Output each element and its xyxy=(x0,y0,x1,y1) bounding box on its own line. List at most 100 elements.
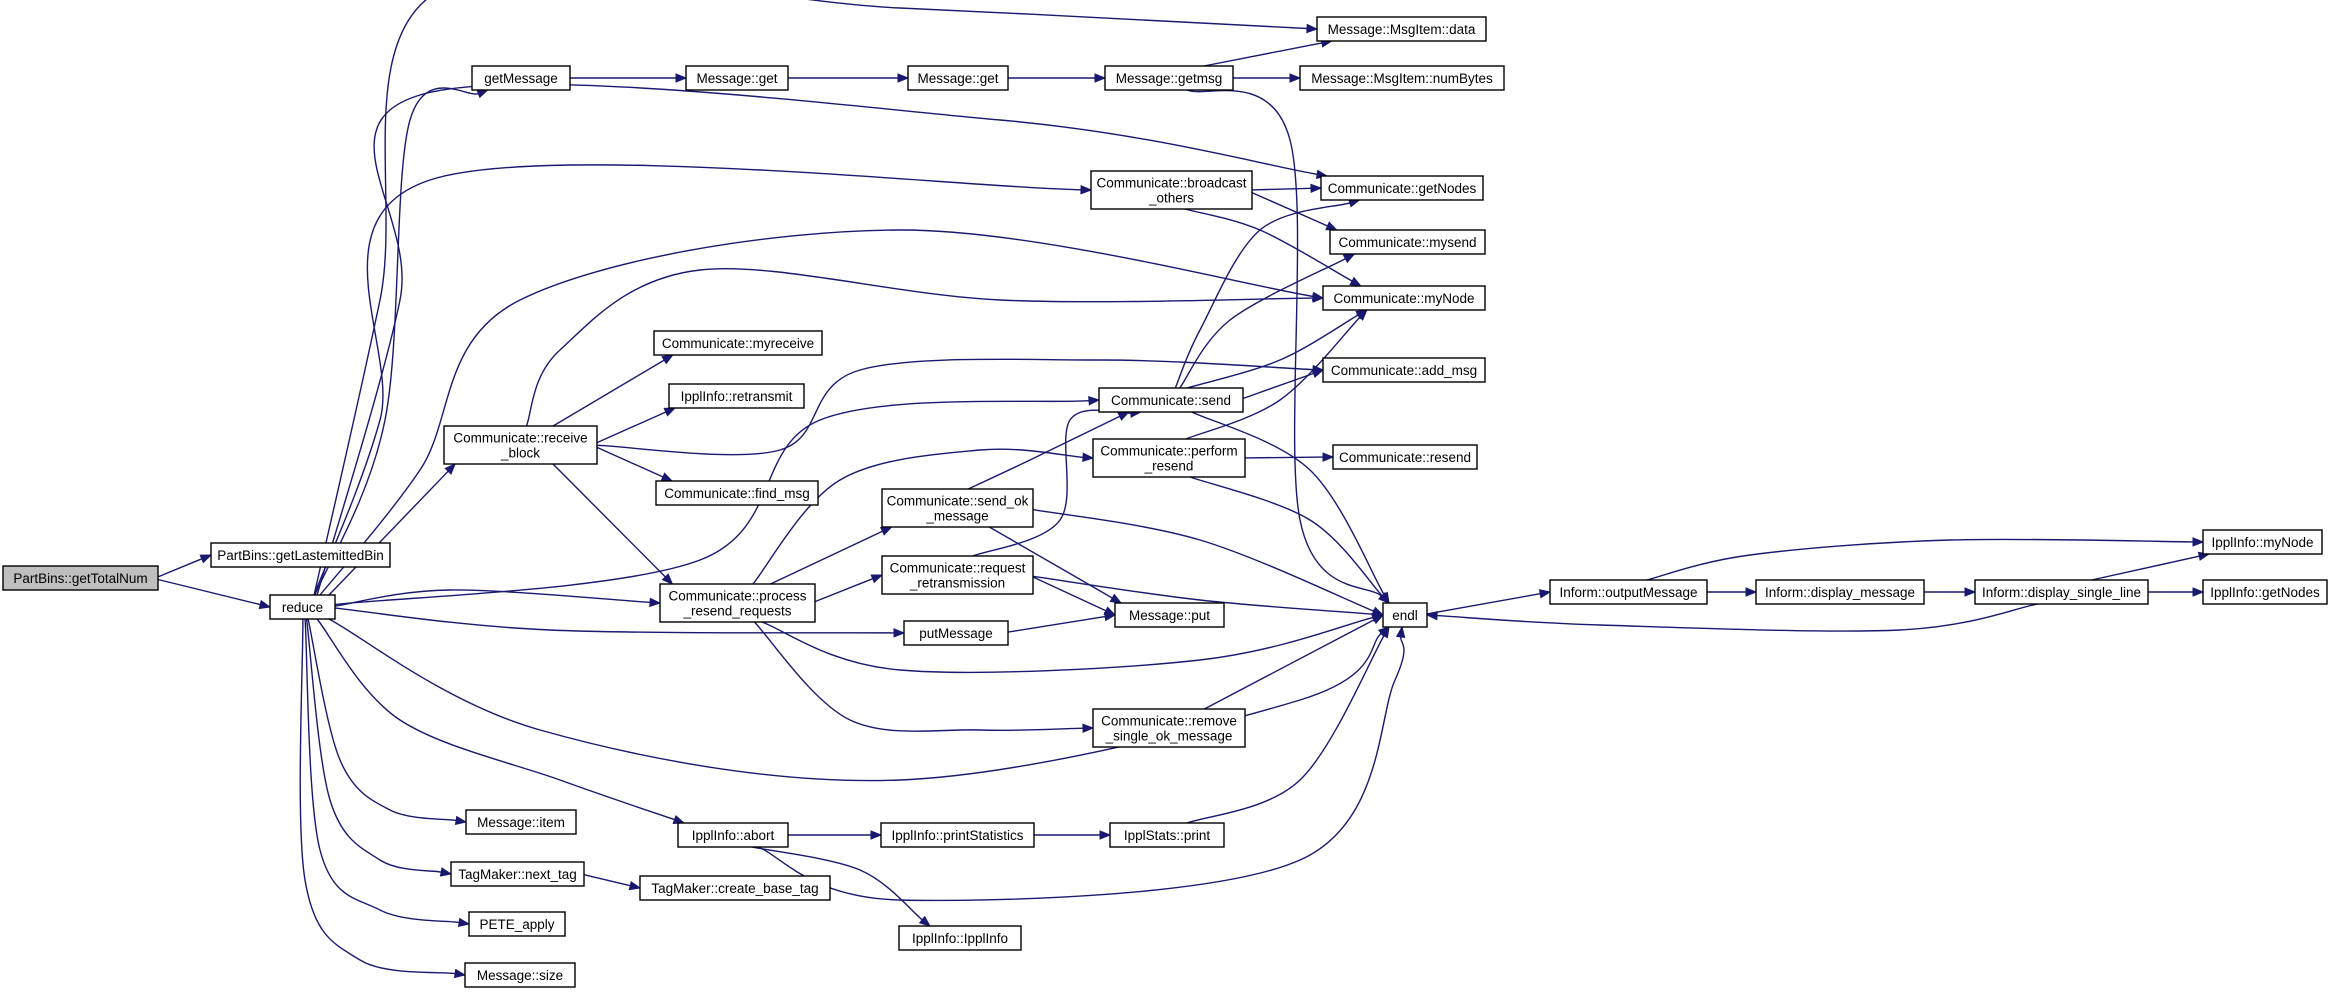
node-process-resend-requests[interactable]: Communicate::process_resend_requests xyxy=(659,583,816,623)
node-get-message[interactable]: getMessage xyxy=(471,65,571,91)
node-box xyxy=(468,911,566,937)
arrowhead-icon xyxy=(1082,723,1095,733)
edge-line xyxy=(334,589,651,607)
node-label: PETE_apply xyxy=(479,917,554,932)
edge-line xyxy=(1242,372,1314,400)
edge-ippl-abort-to-ippl-ippl-info xyxy=(751,846,932,927)
arrowhead-icon xyxy=(870,830,883,840)
node-message-put[interactable]: Message::put xyxy=(1114,602,1225,628)
node-ippl-get-nodes[interactable]: IpplInfo::getNodes xyxy=(2202,579,2328,605)
node-box xyxy=(1104,65,1234,91)
arrowhead-icon xyxy=(1378,592,1390,604)
node-msgitem-data[interactable]: Message::MsgItem::data xyxy=(1316,16,1487,42)
arrowhead-icon xyxy=(1312,293,1325,303)
edge-get-message-to-message-get1 xyxy=(570,73,688,83)
edge-display-single-line-to-ippl-my-node xyxy=(2091,551,2211,581)
node-box xyxy=(1316,16,1487,42)
arrowhead-icon xyxy=(1745,587,1758,597)
edge-line xyxy=(1185,316,1361,440)
edge-line xyxy=(305,618,442,873)
node-label: Communicate::process xyxy=(668,589,806,604)
node-message-item[interactable]: Message::item xyxy=(465,809,577,835)
node-pete-apply[interactable]: PETE_apply xyxy=(468,911,566,937)
arrowhead-icon xyxy=(1395,625,1406,638)
node-message-size[interactable]: Message::size xyxy=(464,962,576,988)
edge-reduce-to-broadcast-others xyxy=(313,164,1093,596)
node-my-node[interactable]: Communicate::myNode xyxy=(1322,285,1486,311)
edge-line xyxy=(1174,202,1351,389)
node-perform-resend[interactable]: Communicate::perform_resend xyxy=(1092,438,1246,478)
node-get-nodes[interactable]: Communicate::getNodes xyxy=(1320,175,1484,201)
arrowhead-icon xyxy=(1379,625,1390,639)
node-receive-block[interactable]: Communicate::receive_block xyxy=(443,425,598,465)
node-label: PartBins::getTotalNum xyxy=(13,571,147,586)
node-ippl-ippl-info[interactable]: IpplInfo::IpplInfo xyxy=(898,925,1022,951)
node-put-message[interactable]: putMessage xyxy=(903,620,1009,646)
node-get-lastemitted-bin[interactable]: PartBins::getLastemittedBin xyxy=(210,542,391,568)
node-box xyxy=(1322,357,1486,383)
node-label: Inform::display_message xyxy=(1765,585,1915,600)
node-resend[interactable]: Communicate::resend xyxy=(1332,444,1478,470)
node-getmsg[interactable]: Message::getmsg xyxy=(1104,65,1234,91)
node-label: Communicate::resend xyxy=(1339,450,1471,465)
node-label: _single_ok_message xyxy=(1105,729,1233,744)
node-label: _message xyxy=(925,509,988,524)
edge-line xyxy=(552,463,666,578)
node-create-base-tag[interactable]: TagMaker::create_base_tag xyxy=(639,875,831,901)
node-box xyxy=(471,65,571,91)
node-label: PartBins::getLastemittedBin xyxy=(217,548,384,563)
node-output-message[interactable]: Inform::outputMessage xyxy=(1549,579,1708,605)
edge-line xyxy=(1244,456,1324,459)
node-label: Message::get xyxy=(696,71,777,86)
node-broadcast-others[interactable]: Communicate::broadcast_others xyxy=(1090,170,1253,210)
node-request-retransmission[interactable]: Communicate::request_retransmission xyxy=(881,555,1034,595)
edge-line xyxy=(2091,555,2200,581)
node-message-get2[interactable]: Message::get xyxy=(907,65,1009,91)
node-display-single-line[interactable]: Inform::display_single_line xyxy=(1974,579,2149,605)
node-add-msg[interactable]: Communicate::add_msg xyxy=(1322,357,1486,383)
node-ippl-my-node[interactable]: IpplInfo::myNode xyxy=(2202,529,2323,555)
node-display-message[interactable]: Inform::display_message xyxy=(1755,579,1925,605)
node-box xyxy=(1114,602,1225,628)
edge-message-get2-to-getmsg xyxy=(1008,73,1107,83)
edge-line xyxy=(319,229,1314,596)
node-remove-single-ok-message[interactable]: Communicate::remove_single_ok_message xyxy=(1092,708,1246,748)
edge-layer xyxy=(157,0,2211,979)
node-label: Communicate::receive xyxy=(453,431,587,446)
arrowhead-icon xyxy=(2192,537,2205,547)
node-find-msg[interactable]: Communicate::find_msg xyxy=(655,480,819,506)
edge-line xyxy=(299,618,456,975)
node-label: endl xyxy=(1392,608,1418,623)
edge-line xyxy=(1251,187,1312,191)
edge-process-resend-requests-to-perform-resend xyxy=(752,448,1095,585)
node-box xyxy=(881,488,1034,528)
edge-perform-resend-to-resend xyxy=(1244,452,1335,462)
node-send[interactable]: Communicate::send xyxy=(1098,387,1244,413)
edge-ipplstats-print-to-endl xyxy=(1186,625,1390,824)
node-msgitem-num-bytes[interactable]: Message::MsgItem::numBytes xyxy=(1299,65,1505,91)
node-endl[interactable]: endl xyxy=(1382,602,1428,628)
node-retransmit[interactable]: IpplInfo::retransmit xyxy=(668,383,805,409)
node-mysend[interactable]: Communicate::mysend xyxy=(1329,229,1486,255)
node-message-get1[interactable]: Message::get xyxy=(685,65,789,91)
edge-line xyxy=(1189,476,1383,597)
edge-line xyxy=(1204,619,1375,710)
arrowhead-icon xyxy=(1094,73,1107,83)
node-ippl-abort[interactable]: IpplInfo::abort xyxy=(677,822,789,848)
node-ipplstats-print[interactable]: IpplStats::print xyxy=(1109,822,1225,848)
node-print-statistics[interactable]: IpplInfo::printStatistics xyxy=(880,822,1035,848)
node-box xyxy=(903,620,1009,646)
node-send-ok-message[interactable]: Communicate::send_ok_message xyxy=(881,488,1034,528)
edge-line xyxy=(1251,191,1328,227)
node-reduce[interactable]: reduce xyxy=(269,594,336,620)
node-label: putMessage xyxy=(919,626,993,641)
edge-put-message-to-message-put xyxy=(1007,611,1117,633)
edge-line xyxy=(988,526,1113,599)
node-myreceive[interactable]: Communicate::myreceive xyxy=(653,330,823,356)
edge-line xyxy=(1184,208,1353,282)
arrowhead-icon xyxy=(897,73,910,83)
node-label: Communicate::add_msg xyxy=(1331,363,1477,378)
edge-line xyxy=(596,411,667,444)
node-next-tag[interactable]: TagMaker::next_tag xyxy=(450,861,585,887)
node-get-total-num[interactable]: PartBins::getTotalNum xyxy=(2,565,159,591)
